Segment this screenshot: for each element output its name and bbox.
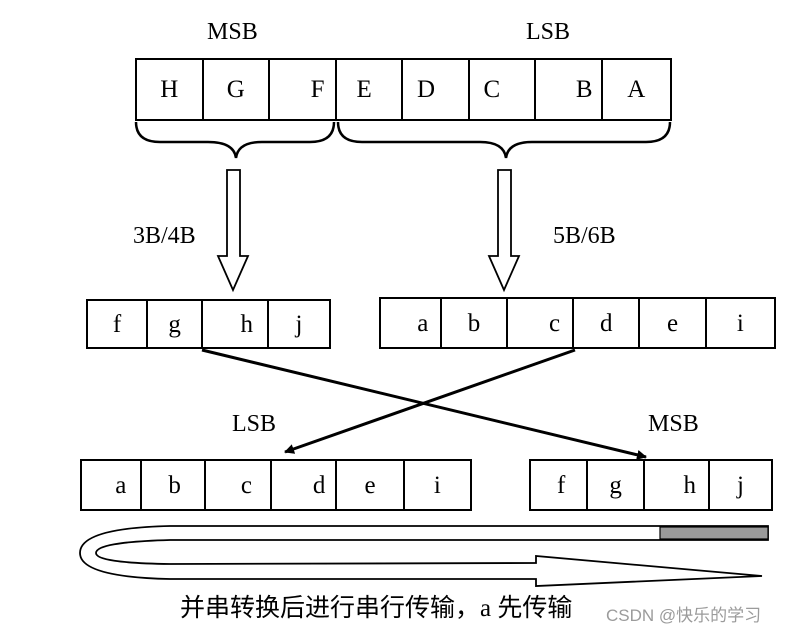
caption-text: 并串转换后进行串行传输，a 先传输 [180, 595, 573, 622]
serial-arrow-tail-fill [659, 526, 769, 540]
encoder-5b6b-label: 5B/6B [553, 223, 616, 249]
mid-right-cell: c [508, 299, 575, 347]
mid-right-cell: i [736, 309, 744, 337]
bottom-right-register: f g h j [529, 459, 773, 511]
bottom-left-cell: c [206, 461, 273, 509]
top-cell: F [270, 60, 337, 119]
top-cell: E [337, 60, 403, 119]
mid-right-cell: d [574, 299, 641, 347]
bottom-left-cell: i [433, 471, 441, 499]
top-cell: D [403, 60, 470, 119]
mid-right-register: a b c d e i [379, 297, 776, 349]
left-brace [134, 121, 336, 159]
top-cell: H [137, 60, 204, 119]
bottom-left-cell: d [272, 461, 338, 509]
bottom-right-cell: h [645, 461, 711, 509]
bottom-right-cell: g [588, 461, 646, 509]
down-arrow-5b6b [487, 169, 521, 293]
bottom-right-cell: j [737, 471, 744, 499]
down-arrow-3b4b [216, 169, 250, 293]
mid-left-cell: j [295, 310, 303, 338]
top-register: H G F E D C B A [135, 58, 672, 121]
top-msb-label: MSB [207, 19, 258, 45]
bottom-msb-label: MSB [648, 411, 699, 437]
bottom-left-cell: a [82, 461, 143, 509]
bottom-right-cell: f [531, 461, 589, 509]
mid-left-cell: g [148, 301, 204, 347]
mid-right-cell: a [381, 299, 443, 347]
top-lsb-label: LSB [526, 19, 571, 45]
mid-left-cell: h [203, 301, 270, 347]
top-cell: A [627, 76, 646, 103]
csdn-watermark: CSDN @快乐的学习 [606, 606, 762, 625]
serial-transmission-arrow [79, 525, 769, 587]
mid-right-cell: e [640, 299, 707, 347]
mid-right-cell: b [442, 299, 508, 347]
encoder-3b4b-label: 3B/4B [133, 223, 196, 249]
bottom-left-register: a b c d e i [80, 459, 472, 511]
right-brace [336, 121, 672, 159]
bottom-lsb-label: LSB [232, 411, 277, 437]
bottom-left-cell: b [142, 461, 206, 509]
top-cell: B [536, 60, 603, 119]
bottom-left-cell: e [337, 461, 405, 509]
mid-left-cell: f [88, 301, 149, 347]
top-cell: G [204, 60, 270, 119]
top-cell: C [470, 60, 536, 119]
mid-left-register: f g h j [86, 299, 331, 349]
cross-arrow-abcdei [284, 348, 576, 454]
